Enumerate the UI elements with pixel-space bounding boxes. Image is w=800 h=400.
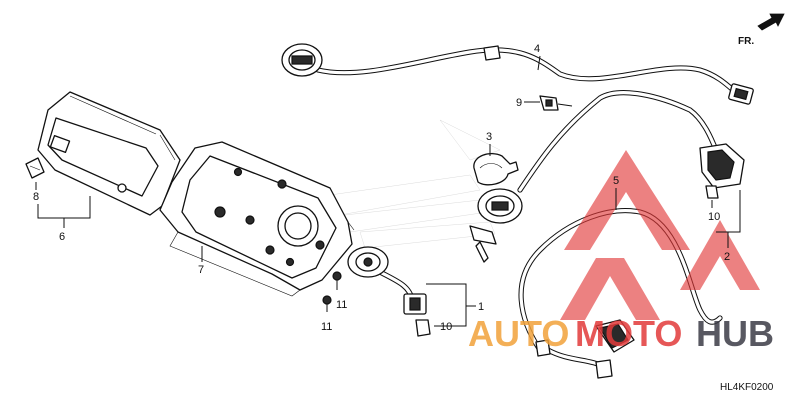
watermark-text-hub: HUB xyxy=(696,313,774,354)
meter-case-stay xyxy=(159,141,355,297)
main-switch-harness xyxy=(469,90,745,263)
direction-label: FR. xyxy=(738,36,754,47)
watermark-text-moto: MOTO xyxy=(575,313,682,354)
clip-9 xyxy=(539,95,573,111)
bolt-11-upper xyxy=(332,271,342,290)
direction-indicator: FR. xyxy=(738,13,785,47)
meter-cushion-part xyxy=(25,157,45,179)
meter-assembly xyxy=(37,91,181,216)
callout-6: 6 xyxy=(59,231,65,243)
callout-11-upper: 11 xyxy=(336,299,347,311)
callout-5: 5 xyxy=(613,175,619,187)
callout-7: 7 xyxy=(198,264,204,276)
watermark-triangle-inner xyxy=(560,258,660,320)
key-cover xyxy=(473,153,519,186)
callouts: 4 9 3 5 10 2 1 10 11 11 7 8 6 xyxy=(33,43,741,333)
watermark-triangle-outer xyxy=(564,150,690,250)
fuel-cap-harness xyxy=(281,43,754,105)
watermark-logo: AUTO MOTO HUB xyxy=(468,150,774,354)
callout-10-lower: 10 xyxy=(440,321,452,333)
watermark-text-auto: AUTO xyxy=(468,313,569,354)
callout-10-right: 10 xyxy=(708,211,720,223)
callout-3: 3 xyxy=(486,131,492,143)
callout-1: 1 xyxy=(478,301,484,313)
watermark-triangle-right xyxy=(680,220,760,290)
ignition-switch-harness xyxy=(347,246,431,337)
direction-arrow-icon xyxy=(757,13,785,31)
bolt-11-lower xyxy=(322,295,332,312)
diagram-code: HL4KF0200 xyxy=(720,382,774,393)
callout-11-lower: 11 xyxy=(321,321,332,333)
callout-8: 8 xyxy=(33,191,39,203)
callout-9: 9 xyxy=(516,97,522,109)
callout-4: 4 xyxy=(534,43,540,55)
callout-2: 2 xyxy=(724,251,730,263)
